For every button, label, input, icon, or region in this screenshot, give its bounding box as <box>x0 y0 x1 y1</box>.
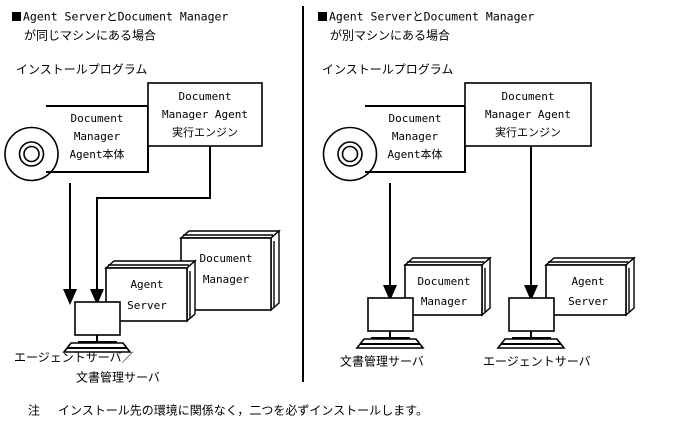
right-document-manager-line1: Document <box>418 275 471 288</box>
right-engine-box-line2: Manager Agent <box>485 108 571 121</box>
left-arrowhead-engine <box>90 289 104 305</box>
left-heading-line2: が同じマシンにある場合 <box>24 28 156 43</box>
right-heading-line2: が別マシンにある場合 <box>330 28 450 43</box>
right-agent-server-label: エージェントサーバ <box>483 355 591 369</box>
left-connector-engine <box>96 146 211 291</box>
left-cd-disc-icon <box>4 126 59 182</box>
left-install-program-label: インストールプログラム <box>16 63 147 77</box>
right-document-manager-line2: Manager <box>421 295 468 308</box>
right-heading-line1: Agent ServerとDocument Manager <box>329 10 534 24</box>
footer-note-text: インストール先の環境に関係なく，二つを必ずインストールします。 <box>58 403 428 418</box>
right-arrowhead-engine <box>524 285 538 301</box>
right-engine-box-line3: 実行エンジン <box>495 125 561 139</box>
left-machine-label-line2: 文書管理サーバ <box>76 370 160 385</box>
right-cd-disc-icon <box>322 126 378 182</box>
left-engine-box-line3: 実行エンジン <box>172 125 238 139</box>
left-arrowhead-package <box>63 289 77 305</box>
right-agent-server-box: Agent Server <box>544 256 636 317</box>
right-agent-server-line1: Agent <box>571 275 604 288</box>
right-install-program-label: インストールプログラム <box>322 63 453 77</box>
left-machine-label-line1: エージェントサーバ／ <box>14 351 134 365</box>
left-document-manager-line1: Document <box>200 252 253 265</box>
left-document-manager-line2: Manager <box>203 273 250 286</box>
left-agent-server-line2: Server <box>127 299 167 312</box>
right-engine-box-outline <box>464 82 592 147</box>
left-package-box-line2: Manager <box>74 130 121 143</box>
right-package-box-line1: Document <box>389 112 442 125</box>
left-package-box-line1: Document <box>71 112 124 125</box>
right-heading-bullet-icon <box>318 12 327 21</box>
left-engine-box-line1: Document <box>179 90 232 103</box>
right-arrowhead-package <box>383 285 397 301</box>
right-document-server-monitor-icon <box>355 297 425 349</box>
right-engine-box-line1: Document <box>502 90 555 103</box>
left-engine-box-line2: Manager Agent <box>162 108 248 121</box>
left-computer-monitor-icon <box>62 301 132 353</box>
right-agent-server-monitor-icon <box>496 297 566 349</box>
right-package-box-line3: Agent本体 <box>387 147 442 161</box>
left-engine-box-outline <box>147 82 263 147</box>
left-heading-bullet-icon <box>12 12 21 21</box>
footer-note-marker: 注 <box>28 403 40 418</box>
left-heading-line1: Agent ServerとDocument Manager <box>23 10 228 24</box>
left-agent-server-box: Agent Server <box>104 259 197 323</box>
left-agent-server-line1: Agent <box>130 278 163 291</box>
right-agent-server-line2: Server <box>568 295 608 308</box>
left-package-box-line3: Agent本体 <box>69 147 124 161</box>
right-document-manager-box: Document Manager <box>403 256 492 317</box>
right-document-server-label: 文書管理サーバ <box>340 354 424 369</box>
right-package-box-line2: Manager <box>392 130 439 143</box>
